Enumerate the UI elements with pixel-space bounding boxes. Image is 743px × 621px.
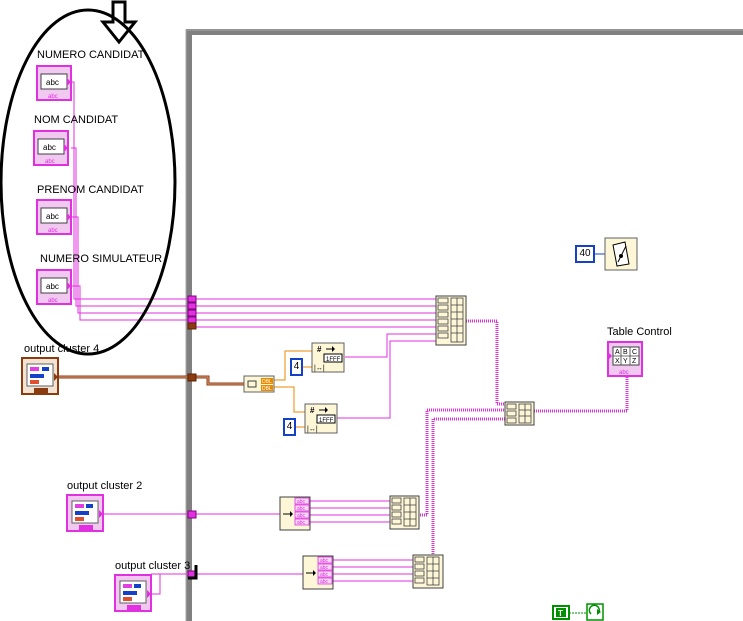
string-type-tag: abc xyxy=(48,228,58,234)
string-glyph: abc xyxy=(46,282,59,291)
unbundle-node[interactable]: DBL DBL xyxy=(243,375,275,393)
string-type-tag: abc xyxy=(48,94,58,100)
wait-ms-node[interactable] xyxy=(594,237,638,271)
string-type-tag: abc xyxy=(48,298,58,304)
string-glyph: abc xyxy=(46,78,59,87)
unbundle-string-node-1[interactable]: abc abc abc abc xyxy=(279,496,311,531)
string-type-tag: abc xyxy=(45,159,55,165)
svg-text:|↔|: |↔| xyxy=(307,426,318,433)
label-pointer-cluster-3 xyxy=(188,565,198,580)
string-type-tag: abc xyxy=(619,370,629,376)
terminal-output-cluster-2[interactable] xyxy=(66,494,104,532)
cluster-wires[interactable] xyxy=(58,375,244,386)
wait-ms-constant[interactable]: 40 xyxy=(575,245,595,263)
true-glyph: T xyxy=(558,609,563,618)
terminal-numero-simulateur[interactable]: abc abc xyxy=(36,269,72,305)
format-number-node-2[interactable]: # 1FFF |↔| xyxy=(304,403,338,434)
svg-text:|↔|: |↔| xyxy=(314,365,325,372)
build-array-node-2[interactable] xyxy=(504,401,535,426)
label-numero-simulateur: NUMERO SIMULATEUR xyxy=(40,253,163,265)
annotation-ellipse xyxy=(0,8,177,356)
width-constant-2[interactable]: 4 xyxy=(283,418,296,436)
terminal-prenom-candidat[interactable]: abc abc xyxy=(36,199,72,235)
table-cell-glyph: C xyxy=(632,349,637,356)
terminal-table-control[interactable]: A B C X Y Z abc xyxy=(607,341,643,377)
format-number-node-1[interactable]: # 1FFF |↔| xyxy=(311,342,345,373)
label-output-cluster-2: output cluster 2 xyxy=(67,480,143,492)
terminal-numero-candidat[interactable]: abc abc xyxy=(36,65,72,101)
table-cell-glyph: Y xyxy=(623,358,628,365)
svg-text:abc: abc xyxy=(320,558,329,564)
label-prenom-candidat: PRENOM CANDIDAT xyxy=(37,184,144,196)
loop-continue-icon xyxy=(588,604,601,615)
string-wires[interactable] xyxy=(71,81,629,582)
hash-glyph: # xyxy=(310,406,315,415)
terminal-nom-candidat[interactable]: abc abc xyxy=(33,130,69,166)
svg-text:abc: abc xyxy=(297,506,306,512)
build-array-node-4[interactable] xyxy=(412,554,444,589)
label-numero-candidat: NUMERO CANDIDAT xyxy=(37,49,145,61)
down-arrow-icon xyxy=(99,0,139,45)
svg-text:abc: abc xyxy=(297,513,306,519)
unbundle-string-node-2[interactable]: abc abc abc abc xyxy=(302,555,334,590)
table-cell-glyph: X xyxy=(615,358,620,365)
dbl-tag: DBL xyxy=(262,379,272,385)
loop-condition-terminal[interactable] xyxy=(586,603,604,621)
table-cell-glyph: A xyxy=(615,349,620,356)
true-constant[interactable]: T xyxy=(552,605,587,620)
string-glyph: abc xyxy=(46,212,59,221)
width-constant-1[interactable]: 4 xyxy=(290,358,303,376)
numeric-wires[interactable] xyxy=(274,350,312,428)
label-output-cluster-3: output cluster 3 xyxy=(115,560,191,572)
label-table-control: Table Control xyxy=(607,326,672,338)
terminal-output-cluster-3[interactable] xyxy=(114,573,188,612)
label-output-cluster-4: output cluster 4 xyxy=(24,343,100,355)
svg-text:abc: abc xyxy=(297,499,306,505)
svg-text:abc: abc xyxy=(320,572,329,578)
string-glyph: abc xyxy=(43,143,56,152)
label-nom-candidat: NOM CANDIDAT xyxy=(34,114,119,126)
build-array-node-3[interactable] xyxy=(389,495,420,530)
svg-text:abc: abc xyxy=(297,520,306,526)
table-cell-glyph: B xyxy=(623,349,628,356)
hash-glyph: # xyxy=(317,345,322,354)
terminal-output-cluster-4[interactable] xyxy=(21,357,59,395)
format-code: 1FFF xyxy=(319,418,334,424)
table-cell-glyph: Z xyxy=(632,358,637,365)
format-code: 1FFF xyxy=(326,357,341,363)
while-loop-frame[interactable] xyxy=(185,29,743,621)
svg-text:abc: abc xyxy=(320,579,329,585)
svg-text:abc: abc xyxy=(320,565,329,571)
dbl-tag: DBL xyxy=(262,386,272,392)
build-array-node-1[interactable] xyxy=(435,295,467,346)
